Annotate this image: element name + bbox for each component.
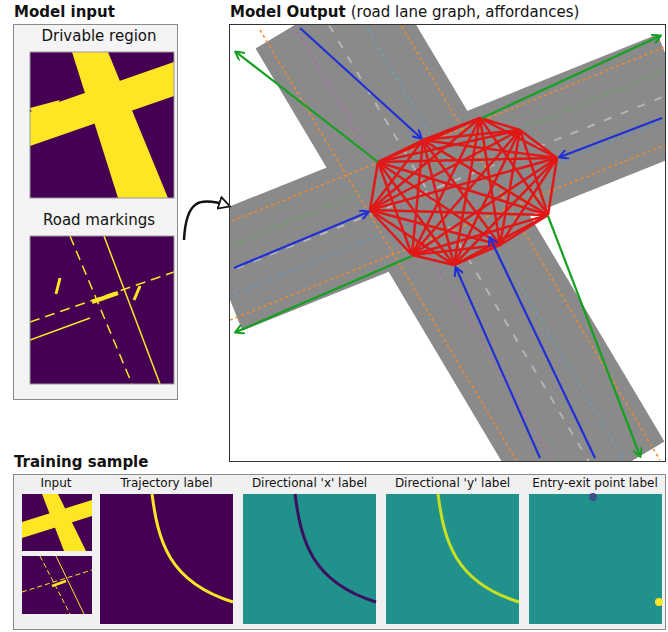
image-tile: Directional 'y' label bbox=[382, 476, 523, 622]
lane-connection bbox=[454, 245, 500, 265]
lane-connection bbox=[370, 210, 500, 245]
lane-graph-illustration bbox=[230, 25, 665, 461]
lane-connection bbox=[454, 118, 480, 265]
tile-caption: Directional 'y' label bbox=[382, 476, 523, 491]
heading: Model input bbox=[14, 3, 115, 21]
heading: Training sample bbox=[14, 453, 148, 471]
lane-connection bbox=[520, 130, 548, 215]
dir-x-curve bbox=[295, 494, 376, 602]
markings-image bbox=[30, 236, 174, 384]
trajectory-image bbox=[100, 494, 233, 624]
dir-y-image bbox=[386, 494, 519, 624]
tile-caption: Input bbox=[16, 476, 96, 491]
tile-caption: Road markings bbox=[22, 211, 176, 229]
lane-connection bbox=[480, 118, 500, 245]
input-drivable-thumb bbox=[22, 494, 92, 551]
panel-heading: Model input bbox=[14, 3, 115, 21]
image-tile: Trajectory label bbox=[96, 476, 237, 622]
tile-caption: Directional 'x' label bbox=[239, 476, 380, 491]
lane-connection bbox=[423, 140, 454, 265]
tile-caption: Drivable region bbox=[22, 27, 176, 45]
lane-connection bbox=[370, 130, 520, 210]
image-tile: Directional 'x' label bbox=[239, 476, 380, 622]
lane-connection bbox=[500, 215, 548, 245]
entry-point bbox=[589, 493, 597, 501]
image-tile: Road markings bbox=[22, 211, 176, 385]
flow-arrow bbox=[184, 201, 229, 240]
panel: Model inputDrivable regionRoad markings bbox=[13, 24, 178, 400]
tile-caption: Entry-exit point label bbox=[525, 476, 665, 491]
input-markings-thumb bbox=[22, 556, 92, 614]
lane-connection bbox=[370, 140, 423, 210]
image-tile: Input bbox=[16, 476, 96, 622]
lane-connection bbox=[520, 130, 557, 158]
panel: Training sampleInputTrajectory labelDire… bbox=[13, 474, 666, 630]
panel: Model Output(road lane graph, affordance… bbox=[229, 24, 666, 462]
panel-ground bbox=[13, 24, 178, 400]
drivable-image bbox=[30, 52, 174, 198]
lane-connection bbox=[500, 130, 520, 245]
panel-heading: Training sample bbox=[14, 453, 148, 471]
lane-connection bbox=[412, 215, 548, 255]
image-border bbox=[30, 52, 174, 198]
panel-ground bbox=[13, 474, 666, 630]
image-tile: Drivable region bbox=[22, 27, 176, 199]
lane-connection bbox=[480, 118, 520, 130]
dir-x-image bbox=[243, 494, 376, 624]
trajectory-curve bbox=[152, 494, 233, 602]
exit-point bbox=[655, 598, 663, 606]
heading-note: (road lane graph, affordances) bbox=[351, 3, 580, 21]
heading: Model Output bbox=[230, 3, 346, 21]
image-border bbox=[30, 236, 174, 384]
lane-connection bbox=[423, 140, 500, 245]
dir-y-curve bbox=[438, 494, 519, 602]
image-tile: Entry-exit point label bbox=[525, 476, 665, 622]
panel-heading: Model Output (road lane graph, affordance… bbox=[230, 3, 579, 21]
lane-connection bbox=[378, 140, 423, 162]
tile-caption: Trajectory label bbox=[96, 476, 237, 491]
entry-exit-image bbox=[529, 494, 662, 624]
